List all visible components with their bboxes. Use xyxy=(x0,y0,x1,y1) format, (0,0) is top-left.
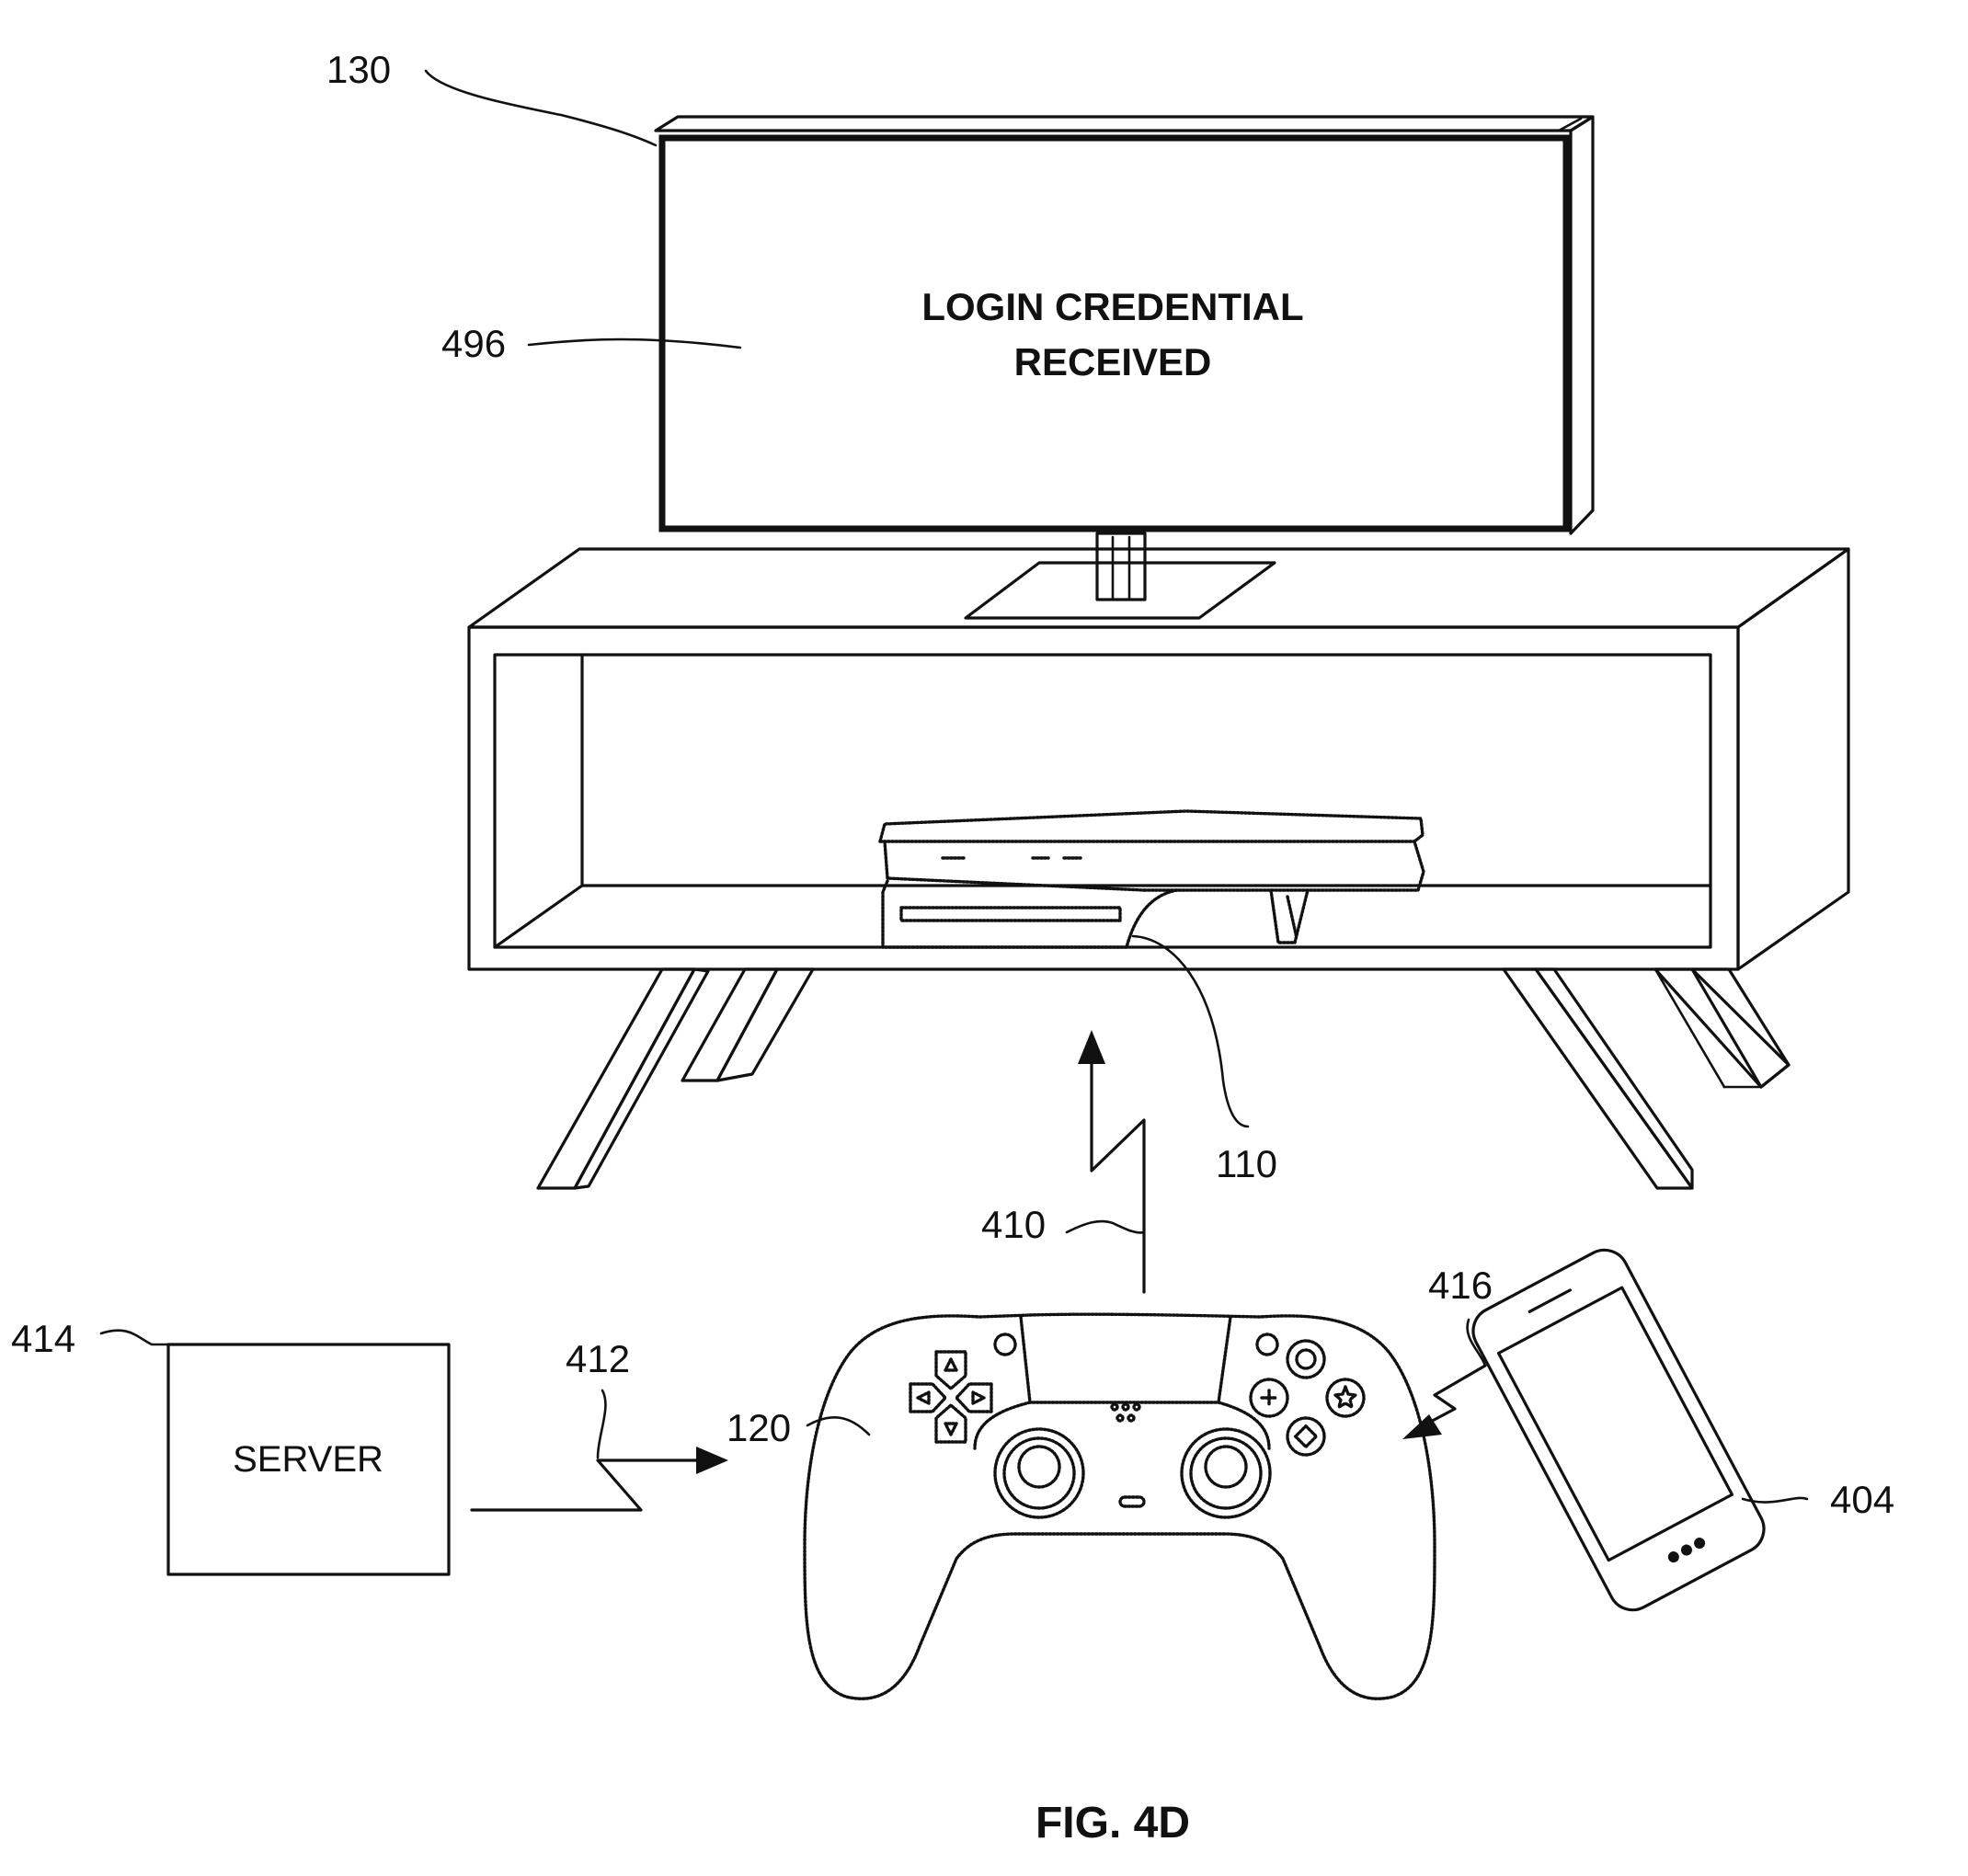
tv-cabinet xyxy=(467,547,1850,1190)
signal-412 xyxy=(470,1447,728,1512)
ref-414: 414 xyxy=(11,1317,75,1360)
server-label: SERVER xyxy=(233,1439,383,1480)
ref-416: 416 xyxy=(1428,1264,1493,1307)
face-buttons xyxy=(1249,1339,1366,1457)
signal-416 xyxy=(1402,1364,1487,1439)
figure-caption: FIG. 4D xyxy=(1035,1799,1190,1847)
ref-412: 412 xyxy=(566,1337,630,1380)
dpad xyxy=(909,1350,993,1444)
leader-lines xyxy=(99,69,1809,1504)
left-thumbstick xyxy=(993,1427,1085,1519)
ref-130: 130 xyxy=(326,48,391,91)
game-controller xyxy=(803,1312,1436,1700)
ref-410: 410 xyxy=(981,1203,1046,1246)
ref-120: 120 xyxy=(727,1406,791,1449)
reference-numerals: 130 496 110 410 414 412 120 416 404 xyxy=(11,48,1894,1521)
ref-404: 404 xyxy=(1830,1478,1894,1521)
screen-message-line1: LOGIN CREDENTIAL xyxy=(921,285,1303,328)
ref-110: 110 xyxy=(1216,1142,1277,1185)
screen-message-line2: RECEIVED xyxy=(1014,340,1212,383)
right-thumbstick xyxy=(1180,1427,1272,1519)
ref-496: 496 xyxy=(441,322,506,365)
signal-410 xyxy=(1078,1030,1146,1294)
television-display: LOGIN CREDENTIAL RECEIVED xyxy=(654,115,1595,620)
mobile-phone xyxy=(1471,1248,1766,1612)
speaker-grille xyxy=(1110,1402,1141,1423)
server-box: SERVER xyxy=(166,1343,451,1576)
game-console xyxy=(878,809,1425,949)
